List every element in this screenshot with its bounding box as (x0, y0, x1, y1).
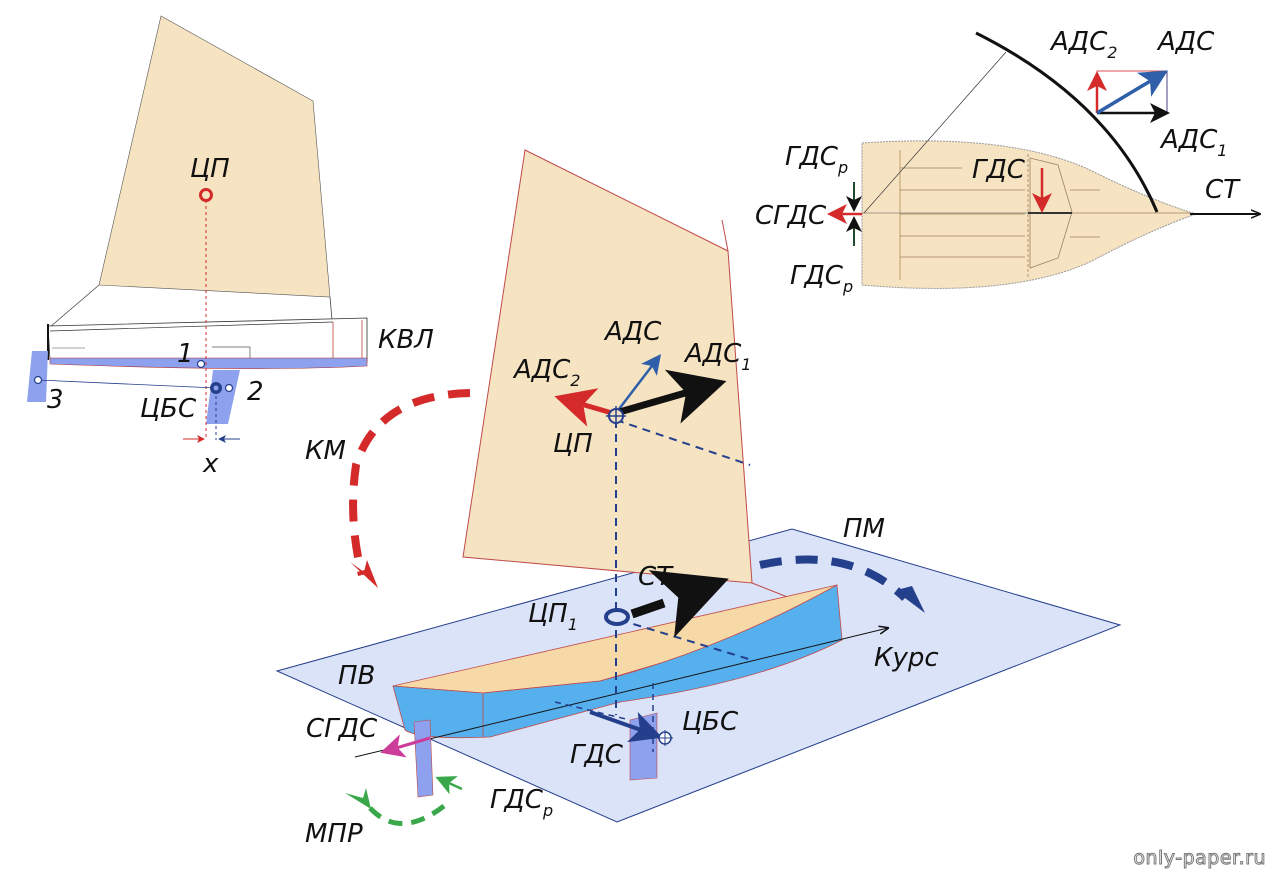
top-view: АДС АДС2 АДС1 ГДС ГДСр СГДС ГДСр СТ (755, 27, 1260, 296)
side-label-2: 2 (247, 377, 264, 407)
top-label-st: СТ (1205, 175, 1241, 205)
side-hull (47, 317, 368, 363)
km-arrowhead (350, 560, 378, 588)
top-label-gds: ГДС (972, 155, 1026, 185)
side-label-1: 1 (177, 339, 194, 369)
course-line (354, 628, 888, 758)
main-label-ads: АДС (603, 317, 662, 347)
side-label-x: x (202, 449, 219, 479)
main-cp1-marker (604, 608, 630, 626)
top-label-ads: АДС (1156, 27, 1215, 57)
main-label-cp1: ЦП1 (528, 599, 578, 634)
main-label-ads2: АДС2 (512, 355, 580, 390)
side-label-3: 3 (47, 385, 64, 415)
pm-moment-arc (759, 555, 908, 601)
side-label-cp: ЦП (190, 154, 230, 184)
main-view: АДС АДС1 АДС2 ЦП КМ ПМ СТ ЦП1 Курс ПВ СГ… (275, 149, 1122, 849)
watermark: only-paper.ru (1133, 847, 1266, 870)
main-label-mpr: МПР (305, 819, 363, 849)
side-rigging (49, 284, 100, 328)
top-label-gdsr-bottom: ГДСр (790, 261, 853, 296)
side-view: ЦП КВЛ 1 2 3 ЦБС x (27, 15, 434, 479)
point-1 (196, 359, 206, 369)
point-3 (33, 375, 43, 385)
main-keel (629, 712, 658, 781)
km-moment-arc (349, 389, 471, 576)
main-label-kurs: Курс (874, 643, 939, 673)
pm-arrowhead (897, 586, 925, 613)
main-hull-side (392, 584, 843, 739)
point-2 (224, 383, 234, 393)
main-rudder (413, 719, 434, 798)
main-label-sgds: СГДС (306, 714, 378, 744)
mpr-arrowhead (345, 788, 371, 809)
main-label-pv: ПВ (338, 661, 375, 691)
top-label-ads1: АДС1 (1159, 125, 1227, 160)
top-sail-arc (975, 31, 1159, 213)
main-label-gdsr: ГДСр (490, 785, 553, 820)
main-label-cbs: ЦБС (682, 707, 739, 737)
top-label-sgds: СГДС (755, 201, 827, 231)
top-hull (861, 140, 1198, 289)
side-cp-marker (199, 188, 213, 202)
top-label-ads2: АДС2 (1049, 27, 1117, 62)
side-keel (206, 370, 240, 424)
mpr-moment-arc (368, 804, 446, 826)
main-label-km: КМ (305, 436, 346, 466)
side-label-kvl: КВЛ (378, 325, 434, 355)
main-label-gds: ГДС (570, 740, 624, 770)
main-label-cp: ЦП (553, 429, 593, 459)
main-label-st: СТ (638, 562, 674, 592)
top-label-gdsr-top: ГДСр (785, 142, 848, 177)
side-label-cbs: ЦБС (140, 394, 197, 424)
top-boom (863, 51, 1007, 214)
main-label-ads1: АДС1 (683, 339, 751, 374)
side-hull-bottom (49, 357, 368, 369)
main-label-pm: ПМ (843, 514, 885, 544)
